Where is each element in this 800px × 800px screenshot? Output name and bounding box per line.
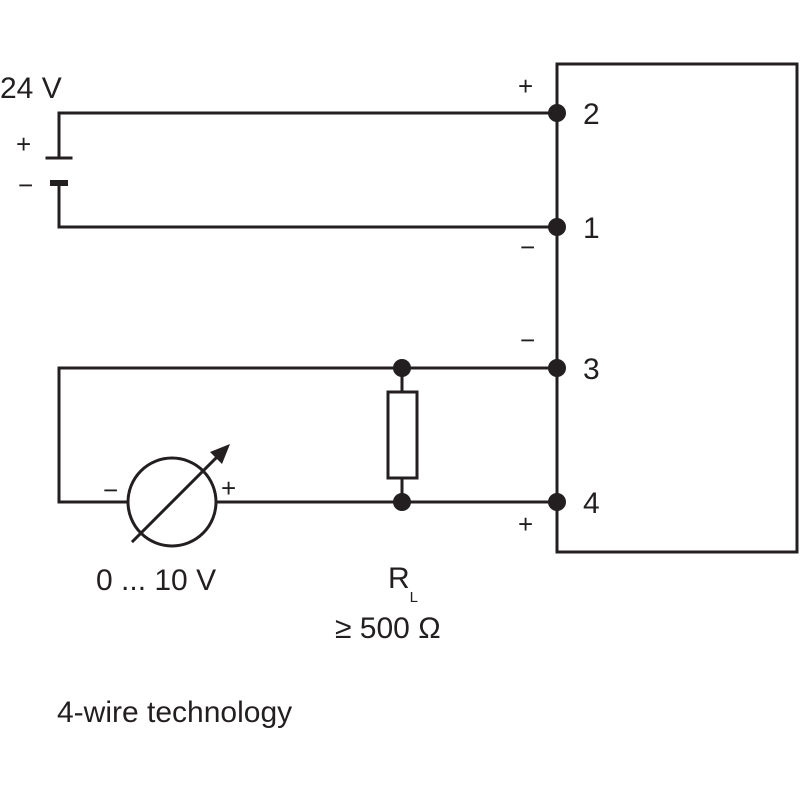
signal-wire-negative (57, 366, 559, 504)
supply-wire-positive (57, 111, 559, 160)
load-resistor (386, 390, 419, 480)
terminal-1-polarity: − (520, 232, 535, 262)
terminal-3-node (548, 359, 566, 377)
load-value-label: ≥ 500 Ω (335, 612, 441, 645)
battery-plus-sign: + (16, 129, 31, 159)
voltmeter-minus-sign: − (103, 475, 118, 505)
resistor-bottom-node (393, 493, 411, 511)
device-housing (555, 62, 799, 554)
load-symbol: RL (388, 562, 418, 606)
terminal-3-label: 3 (583, 353, 600, 386)
supply-wire-negative (57, 181, 559, 229)
terminal-1-node (548, 218, 566, 236)
voltmeter-arrow-shaft (130, 451, 223, 544)
diagram-caption: 4-wire technology (57, 696, 292, 729)
load-symbol-letter: R (388, 562, 410, 595)
voltmeter-range-label: 0 ... 10 V (96, 564, 216, 597)
terminal-2-label: 2 (583, 98, 600, 131)
battery-minus-sign: − (18, 170, 33, 200)
terminal-4-polarity: + (518, 509, 533, 539)
voltmeter-arrow-head (210, 444, 230, 464)
terminal-4-label: 4 (583, 487, 600, 520)
supply-voltage-label: 24 V (0, 72, 62, 105)
resistor-top-node (393, 359, 411, 377)
load-symbol-subscript: L (410, 589, 418, 606)
terminal-1-label: 1 (583, 212, 600, 245)
voltmeter-plus-sign: + (221, 473, 236, 503)
terminal-4-node (548, 493, 566, 511)
voltmeter-icon (126, 456, 218, 548)
terminal-3-polarity: − (520, 325, 535, 355)
terminal-2-node (548, 104, 566, 122)
terminal-2-polarity: + (518, 71, 533, 101)
